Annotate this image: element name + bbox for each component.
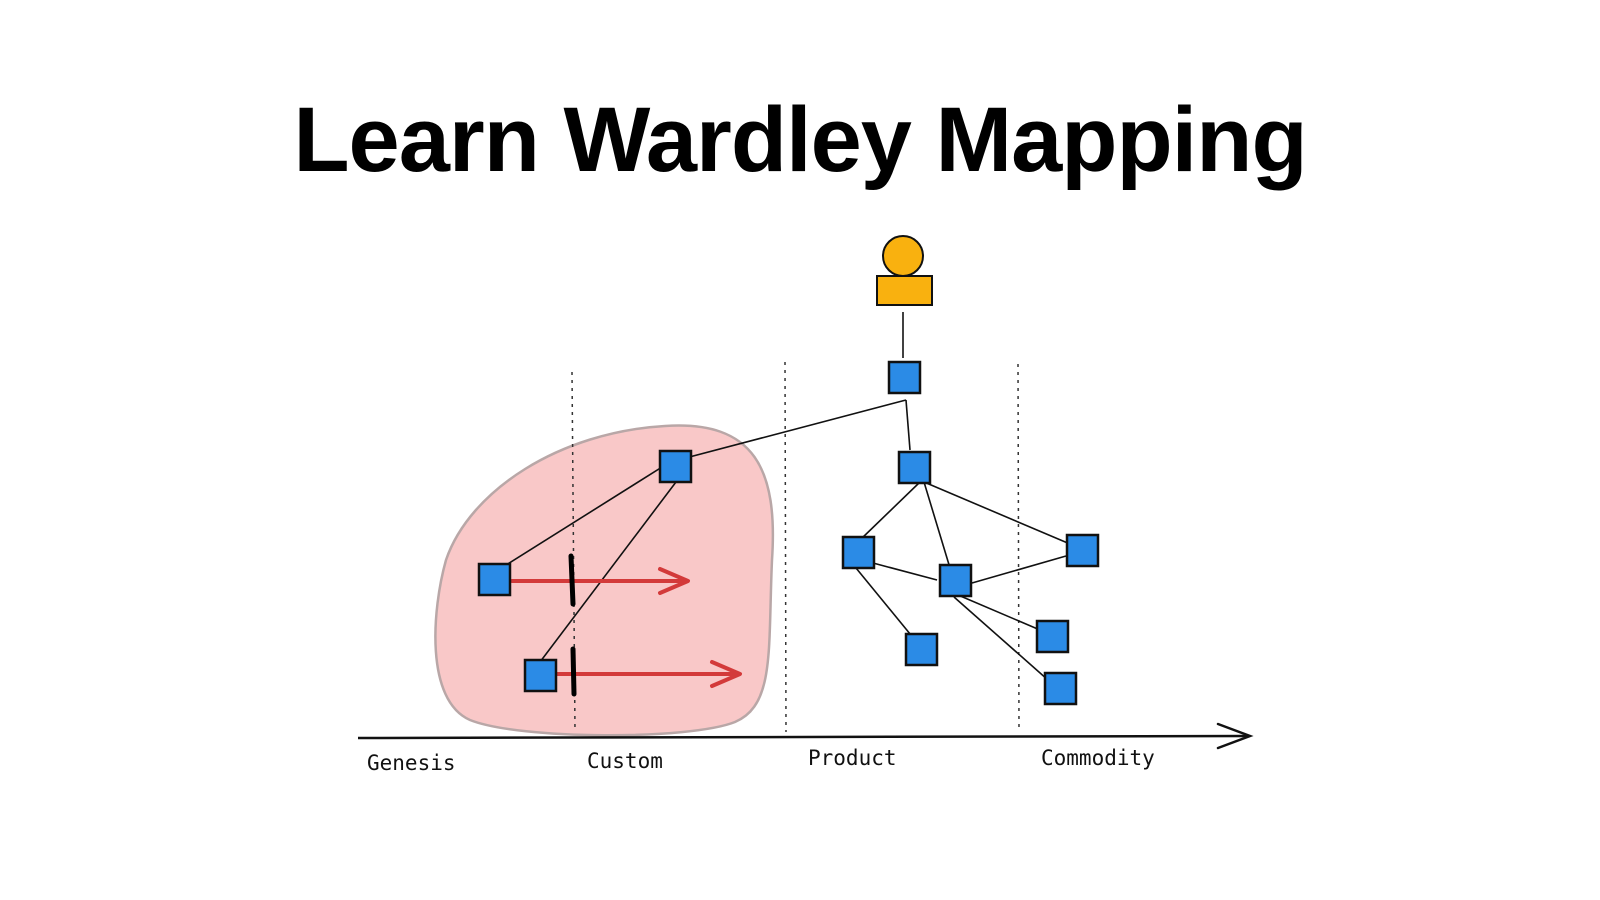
stage-label-commodity: Commodity xyxy=(1041,746,1155,770)
component-commodity-right xyxy=(1065,533,1100,568)
link-product-left xyxy=(859,481,921,541)
link-custom-genesis-a xyxy=(494,461,671,573)
stage-label-genesis: Genesis xyxy=(367,751,456,775)
link-mid-right xyxy=(971,555,1067,584)
component-product-mid xyxy=(938,563,973,598)
component-genesis-upper xyxy=(477,562,512,597)
link-custom-genesis-b xyxy=(539,481,677,663)
stage-label-product: Product xyxy=(808,746,897,770)
divider-custom-product xyxy=(784,361,787,733)
link-product-mid xyxy=(923,481,951,569)
divider-product-commodity xyxy=(1017,363,1020,733)
component-custom xyxy=(658,449,693,484)
page-title: Learn Wardley Mapping xyxy=(293,89,1307,191)
movement-arrow-1-head xyxy=(658,567,690,595)
user-body xyxy=(876,275,933,306)
link-left-lower xyxy=(855,567,916,641)
movement-arrows xyxy=(510,567,742,688)
component-commodity-lower xyxy=(1043,671,1078,706)
movement-arrow-2-head xyxy=(710,660,742,688)
component-commodity-mid xyxy=(1035,619,1070,654)
link-mid-lower-right-a xyxy=(957,594,1041,631)
inertia-bar-1 xyxy=(568,553,576,607)
inertia-bar-2 xyxy=(570,646,577,697)
link-left-mid xyxy=(872,562,938,581)
link-top-custom xyxy=(677,399,907,461)
link-mid-lower-right-b xyxy=(953,596,1049,681)
component-product-lower xyxy=(904,632,939,667)
dependency-lines xyxy=(494,312,1071,681)
component-top xyxy=(887,360,922,395)
stage-label-custom: Custom xyxy=(587,749,663,773)
user-head xyxy=(882,235,924,277)
components xyxy=(477,360,1100,706)
link-top-product xyxy=(905,399,911,451)
component-product xyxy=(897,450,932,485)
evolution-axis xyxy=(357,734,1249,740)
component-genesis-lower xyxy=(523,658,558,693)
link-product-right xyxy=(923,481,1071,545)
evolution-axis-arrowhead xyxy=(1216,722,1254,750)
user-icon xyxy=(876,235,933,306)
component-product-left xyxy=(841,535,876,570)
